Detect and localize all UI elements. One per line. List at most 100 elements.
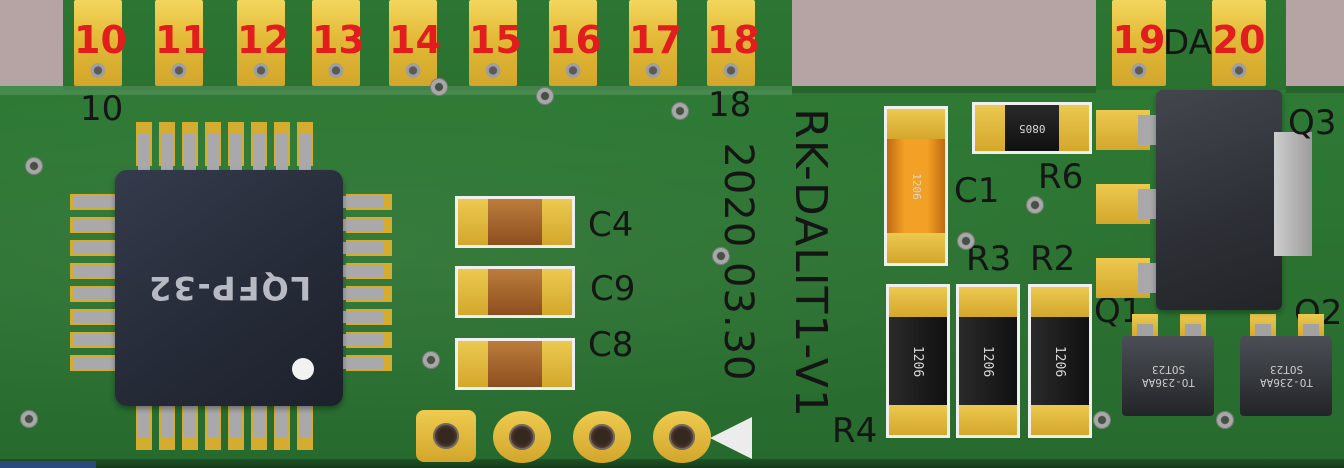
pad-number: 16 [549, 18, 602, 62]
component-marking: 1206 [910, 345, 926, 377]
solder-pad [959, 405, 1017, 435]
silk-board-name: RK-DALIT1-V1 [785, 108, 836, 418]
capacitor-c9 [455, 266, 575, 318]
pad-number: 15 [469, 18, 522, 62]
connector-pad-16: 16 [549, 0, 602, 86]
pad-hole [1231, 63, 1247, 78]
pad-number: 19 [1112, 18, 1166, 62]
ic-pins-right [340, 196, 384, 374]
board-bottom-edge-blue [0, 461, 96, 468]
silk-label-c1: C1 [954, 171, 1000, 211]
solder-pad [458, 269, 488, 315]
component-marking: 0805 [1018, 121, 1046, 135]
pad-hole [1131, 63, 1147, 78]
mounting-pad [653, 411, 711, 463]
pad-hole [565, 63, 581, 78]
mounting-pad [493, 411, 551, 463]
silk-label-c4: C4 [588, 205, 634, 245]
component-marking: 1206 [909, 172, 923, 200]
marking-line: TO-236AA [1259, 376, 1313, 389]
resistor-r3: 1206 [956, 284, 1020, 438]
marking-line: TO-236AA [1141, 376, 1195, 389]
solder-pad [1031, 405, 1089, 435]
board-bottom-edge [0, 459, 1344, 468]
connector-pad-17: 17 [629, 0, 682, 86]
silk-label-c8: C8 [588, 325, 634, 365]
marking-line: SOT23 [1269, 363, 1303, 376]
capacitor-c4 [455, 196, 575, 248]
solder-pad [542, 269, 572, 315]
capacitor-c8 [455, 338, 575, 390]
pad-hole [723, 63, 739, 78]
via [26, 158, 42, 174]
silk-label-da: DA [1163, 23, 1212, 63]
connector-pad-20: 20 [1212, 0, 1266, 86]
solder-pad [1059, 105, 1089, 151]
drill-hole [509, 424, 535, 450]
pad-number: 20 [1212, 18, 1266, 62]
transistor-marking: TO-236AA SOT23 [1142, 363, 1195, 389]
solder-pad [458, 341, 488, 387]
ic-pins-top [138, 134, 312, 174]
pad-number: 10 [74, 18, 127, 62]
pad-number: 13 [312, 18, 365, 62]
solder-pad [959, 287, 1017, 317]
pin1-marker-dot [292, 358, 314, 380]
connector-pad-13: 13 [312, 0, 365, 86]
pad-number: 17 [629, 18, 682, 62]
arrow-marker [710, 417, 752, 459]
pad-hole [253, 63, 269, 78]
pad-hole [328, 63, 344, 78]
pad-hole [645, 63, 661, 78]
via [713, 248, 729, 264]
board-edge-shadow [1286, 86, 1344, 93]
resistor-r2: 1206 [1028, 284, 1092, 438]
component-marking: 1206 [1052, 345, 1068, 377]
drill-hole [589, 424, 615, 450]
pad-hole [171, 63, 187, 78]
pad-hole [485, 63, 501, 78]
connector-pad-12: 12 [237, 0, 290, 86]
via [423, 352, 439, 368]
connector-pad-10: 10 [74, 0, 127, 86]
capacitor-body [488, 269, 542, 315]
via [431, 79, 447, 95]
via [1027, 197, 1043, 213]
via [672, 103, 688, 119]
connector-pad-11: 11 [155, 0, 208, 86]
pad-number: 18 [707, 18, 760, 62]
solder-pad [889, 405, 947, 435]
solder-pad [887, 109, 945, 139]
via [21, 411, 37, 427]
silk-label-r4: R4 [832, 411, 878, 451]
via [958, 233, 974, 249]
resistor-body: 1206 [1031, 317, 1089, 405]
silk-label-r3: R3 [966, 239, 1012, 279]
connector-pad-18: 18 [707, 0, 760, 86]
solder-pad [887, 233, 945, 263]
silk-label-r6: R6 [1038, 157, 1084, 197]
capacitor-body: 1206 [887, 139, 945, 233]
capacitor-body [488, 341, 542, 387]
pad-number: 12 [237, 18, 290, 62]
pad-number: 14 [389, 18, 442, 62]
connector-pad-14: 14 [389, 0, 442, 86]
transistor-q3-tab [1274, 132, 1312, 256]
transistor-marking: TO-236AA SOT23 [1260, 363, 1313, 389]
drill-hole [669, 424, 695, 450]
via [537, 88, 553, 104]
resistor-body: 1206 [889, 317, 947, 405]
connector-pad-15: 15 [469, 0, 522, 86]
resistor-r6: 0805 [972, 102, 1092, 154]
ic-pins-left [74, 196, 118, 374]
capacitor-c1: 1206 [884, 106, 948, 266]
mounting-pad [573, 411, 631, 463]
via [1094, 412, 1110, 428]
solder-pad [1031, 287, 1089, 317]
resistor-body: 1206 [959, 317, 1017, 405]
silk-pin18: 18 [708, 85, 752, 125]
transistor-q1: TO-236AA SOT23 [1122, 336, 1214, 416]
solder-pad [458, 199, 488, 245]
board-edge-highlight [0, 86, 792, 95]
